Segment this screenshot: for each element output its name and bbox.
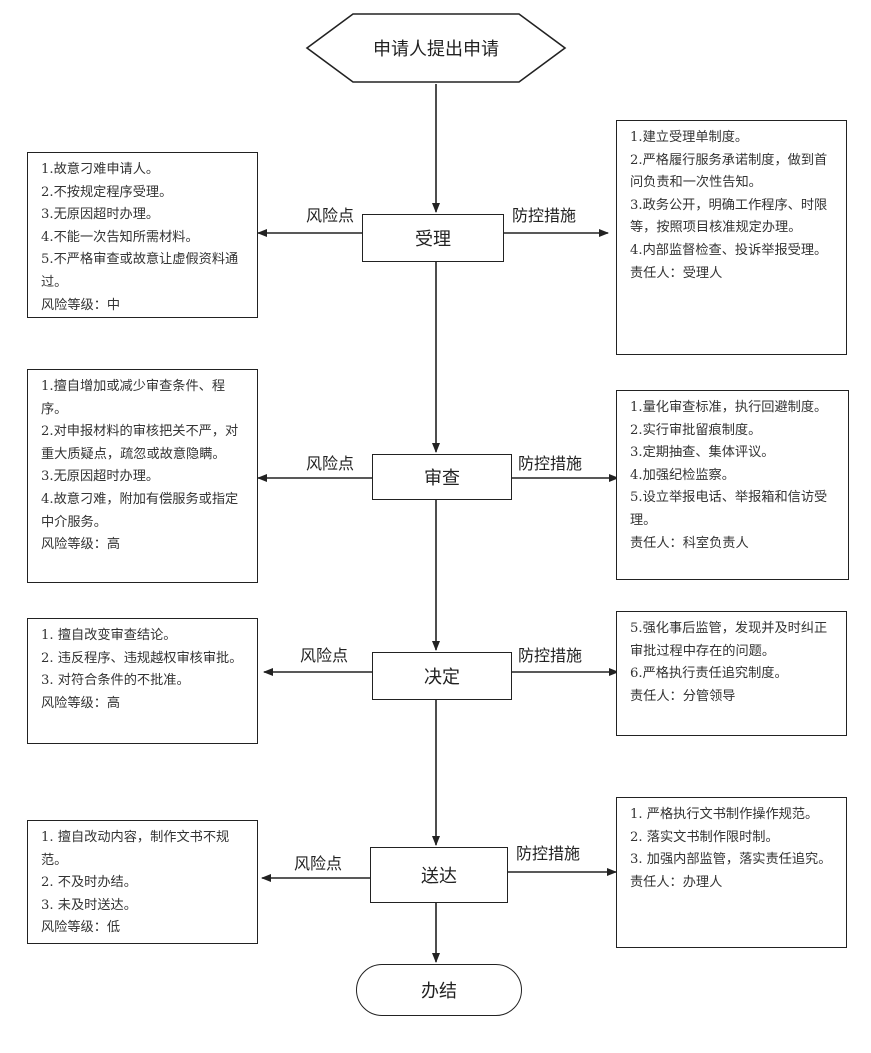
control-item: 6.严格执行责任追究制度。 [630,666,788,682]
stage-label-accept: 受理 [415,229,451,250]
risk-item: 2.对申报材料的审核把关不严，对重大质疑点，疏忽或故意隐瞒。 [41,424,239,462]
control-item: 1.量化审查标准，执行回避制度。 [630,400,828,415]
risk-level: 风险等级：低 [41,920,121,936]
risk-tag-decide: 风险点 [300,646,349,665]
control-item: 2. 落实文书制作限时制。 [630,829,779,845]
stage-label-review: 审查 [424,468,460,489]
control-item: 2.严格履行服务承诺制度，做到首问负责和一次性告知。 [630,152,828,191]
stage-label-decide: 决定 [424,667,460,688]
risk-item: 3. 未及时送达。 [41,897,137,913]
start-hexagon-shape [305,13,567,83]
risk-item: 3. 对符合条件的不批准。 [41,673,190,689]
risk-box-accept: 1.故意刁难申请人。 2.不按规定程序受理。 3.无原因超时办理。 4.不能一次… [27,152,258,318]
risk-tag-review: 风险点 [306,454,355,473]
risk-item: 4.故意刁难，附加有偿服务或指定中介服务。 [41,491,239,530]
risk-item: 5.不严格审查或故意让虚假资料通过。 [41,252,239,290]
responsible-person: 责任人：科室负责人 [630,535,749,551]
control-item: 4.加强纪检监察。 [630,467,735,483]
control-item: 5.设立举报电话、举报箱和信访受理。 [630,490,828,528]
stage-node-accept: 受理 [362,214,504,262]
control-item: 5.强化事后监管，发现并及时纠正审批过程中存在的问题。 [630,621,828,659]
risk-level: 风险等级：高 [41,695,121,711]
stage-label-deliver: 送达 [421,866,457,887]
control-tag-decide: 防控措施 [518,646,583,665]
control-item: 2.实行审批留痕制度。 [630,422,762,438]
risk-box-review: 1.擅自增加或减少审查条件、程序。 2.对申报材料的审核把关不严，对重大质疑点，… [27,369,258,583]
risk-level: 风险等级：高 [41,537,121,553]
control-tag-deliver: 防控措施 [516,844,581,863]
end-node: 办结 [356,964,522,1016]
end-node-label: 办结 [421,981,457,1002]
control-box-deliver: 1. 严格执行文书制作操作规范。 2. 落实文书制作限时制。 3. 加强内部监管… [616,797,847,948]
stage-node-decide: 决定 [372,652,512,700]
control-item: 3.定期抽查、集体评议。 [630,445,775,461]
control-item: 4.内部监督检查、投诉举报受理。 [630,242,828,258]
risk-level: 风险等级：中 [41,297,121,313]
control-tag-review: 防控措施 [518,454,583,473]
risk-tag-deliver: 风险点 [294,854,343,873]
control-item: 1. 严格执行文书制作操作规范。 [630,807,819,822]
control-tag-accept: 防控措施 [512,206,577,225]
risk-item: 1. 擅自改动内容，制作文书不规范。 [41,830,230,868]
start-node-label: 申请人提出申请 [373,39,499,60]
risk-item: 3.无原因超时办理。 [41,207,160,223]
stage-node-review: 审查 [372,454,512,500]
risk-box-decide: 1. 擅自改变审查结论。 2. 违反程序、违规越权审核审批。 3. 对符合条件的… [27,618,258,744]
risk-item: 4.不能一次告知所需材料。 [41,229,199,245]
risk-item: 3.无原因超时办理。 [41,469,160,485]
risk-item: 1.故意刁难申请人。 [41,162,160,177]
risk-box-deliver: 1. 擅自改动内容，制作文书不规范。 2. 不及时办结。 3. 未及时送达。 风… [27,820,258,944]
risk-item: 2. 违反程序、违规越权审核审批。 [41,650,243,666]
control-box-decide: 5.强化事后监管，发现并及时纠正审批过程中存在的问题。 6.严格执行责任追究制度… [616,611,847,736]
control-item: 1.建立受理单制度。 [630,130,749,145]
risk-item: 1.擅自增加或减少审查条件、程序。 [41,379,226,417]
control-box-accept: 1.建立受理单制度。 2.严格履行服务承诺制度，做到首问负责和一次性告知。 3.… [616,120,847,355]
risk-item: 2. 不及时办结。 [41,875,137,891]
start-node: 申请人提出申请 [305,12,567,84]
risk-tag-accept: 风险点 [306,206,355,225]
control-item: 3. 加强内部监管，落实责任追究。 [630,852,832,868]
control-box-review: 1.量化审查标准，执行回避制度。 2.实行审批留痕制度。 3.定期抽查、集体评议… [616,390,849,580]
responsible-person: 责任人：受理人 [630,265,723,281]
stage-node-deliver: 送达 [370,847,508,903]
responsible-person: 责任人：分管领导 [630,688,736,704]
control-item: 3.政务公开，明确工作程序、时限等，按照项目核准规定办理。 [630,197,828,236]
responsible-person: 责任人：办理人 [630,874,723,890]
risk-item: 2.不按规定程序受理。 [41,184,173,200]
risk-item: 1. 擅自改变审查结论。 [41,628,177,643]
